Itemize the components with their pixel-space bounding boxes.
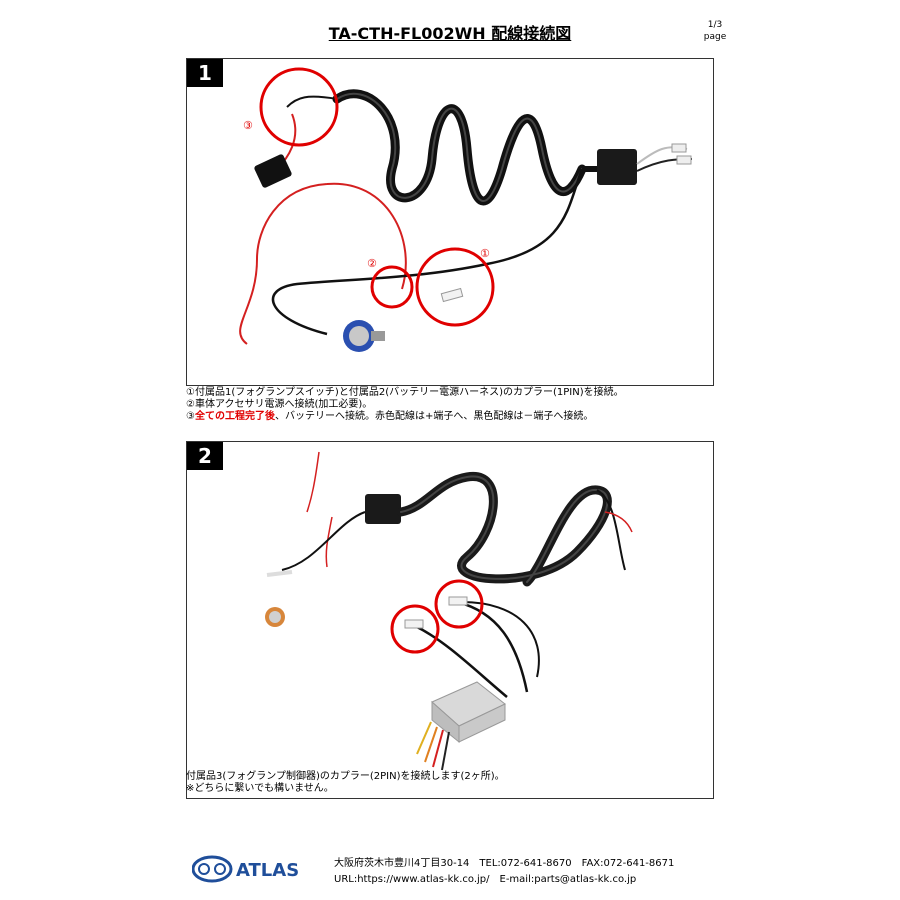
coupler-marker-2 xyxy=(390,604,440,654)
marker-circle-3 xyxy=(259,67,339,147)
marker-circle-1 xyxy=(415,247,495,327)
fog-controller xyxy=(431,681,506,744)
step2-note-1: 付属品3(フォグランプ制御器)のカプラー(2PIN)を接続します(2ヶ所)。 xyxy=(186,771,505,782)
coupler-marker-1 xyxy=(434,579,484,629)
relay xyxy=(365,494,401,524)
marker-label-2: ② xyxy=(367,257,377,270)
marker-circle-2 xyxy=(370,265,414,309)
step1-note-1: ①付属品1(フォグランプスイッチ)と付属品2(バッテリー電源ハーネス)のカプラー… xyxy=(186,387,624,398)
step2-wiring-photo xyxy=(265,451,633,771)
company-url-email: URL:https://www.atlas-kk.co.jp/ E-mail:p… xyxy=(334,874,637,885)
step1-note-3-emphasis: 全ての工程完了後 xyxy=(194,411,275,422)
step1-note-2: ②車体アクセサリ電源へ接続(加工必要)。 xyxy=(186,399,373,410)
company-address: 大阪府茨木市豊川4丁目30-14 TEL:072-641-8670 FAX:07… xyxy=(334,858,675,869)
atlas-logo-mark: ATLAS xyxy=(191,855,299,883)
atlas-logo: ATLAS xyxy=(191,852,322,890)
step1-photo-panel: 1 ③ ② ① xyxy=(186,58,714,386)
step1-notes: ①付属品1(フォグランプスイッチ)と付属品2(バッテリー電源ハーネス)のカプラー… xyxy=(186,387,624,423)
company-contact: 大阪府茨木市豊川4丁目30-14 TEL:072-641-8670 FAX:07… xyxy=(334,856,674,888)
step1-note-3: ③全ての工程完了後、バッテリーへ接続。赤色配線は+端子へ、黒色配線は－端子へ接続… xyxy=(186,411,594,422)
step2-note-2: ※どちらに繋いでも構いません。 xyxy=(186,783,334,794)
step1-badge: 1 xyxy=(187,59,223,87)
step2-notes: 付属品3(フォグランプ制御器)のカプラー(2PIN)を接続します(2ヶ所)。 ※… xyxy=(186,771,505,795)
step2-photo-panel: 2 xyxy=(186,441,714,799)
relay-connector xyxy=(597,149,637,185)
document-title: TA-CTH-FL002WH 配線接続図 xyxy=(328,24,572,43)
svg-text:ATLAS: ATLAS xyxy=(236,860,299,881)
step1-wiring-photo: ③ ② ① xyxy=(239,67,693,352)
fuse-holder xyxy=(254,154,292,188)
page-number: 1/3 page xyxy=(703,20,727,42)
marker-label-3: ③ xyxy=(243,119,253,132)
step2-badge: 2 xyxy=(187,442,223,470)
marker-label-1: ① xyxy=(480,247,490,260)
